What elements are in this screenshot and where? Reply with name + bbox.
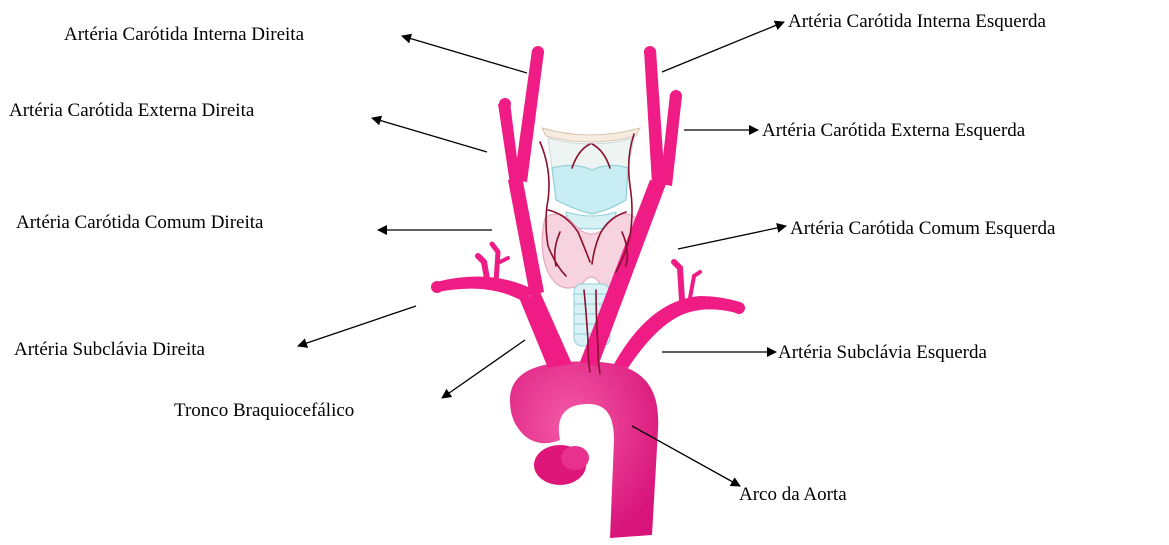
label-subclavian-left: Artéria Subclávia Esquerda <box>778 343 987 362</box>
leader-cca-left <box>678 226 786 249</box>
leader-ica-right <box>402 36 527 73</box>
label-cca-right: Artéria Carótida Comum Direita <box>16 213 263 232</box>
label-eca-left: Artéria Carótida Externa Esquerda <box>762 121 1025 140</box>
label-ica-right: Artéria Carótida Interna Direita <box>64 25 304 44</box>
label-brachiocephalic: Tronco Braquiocefálico <box>174 401 354 420</box>
leader-subclavian-right <box>298 306 416 346</box>
right-common-carotid <box>508 176 544 296</box>
left-subclavian-artery <box>614 296 740 368</box>
label-eca-right: Artéria Carótida Externa Direita <box>9 101 254 120</box>
right-internal-carotid <box>514 50 544 182</box>
left-internal-carotid <box>644 50 665 184</box>
leader-eca-right <box>372 118 487 152</box>
left-external-carotid <box>660 94 682 186</box>
label-aortic-arch: Arco da Aorta <box>739 485 847 504</box>
label-subclavian-right: Artéria Subclávia Direita <box>14 340 205 359</box>
label-ica-left: Artéria Carótida Interna Esquerda <box>788 12 1046 31</box>
brachiocephalic-trunk <box>520 292 572 368</box>
right-external-carotid <box>498 102 520 184</box>
label-cca-left: Artéria Carótida Comum Esquerda <box>790 219 1055 238</box>
larynx-thyroid-group <box>542 128 640 346</box>
leader-ica-left <box>662 22 784 72</box>
